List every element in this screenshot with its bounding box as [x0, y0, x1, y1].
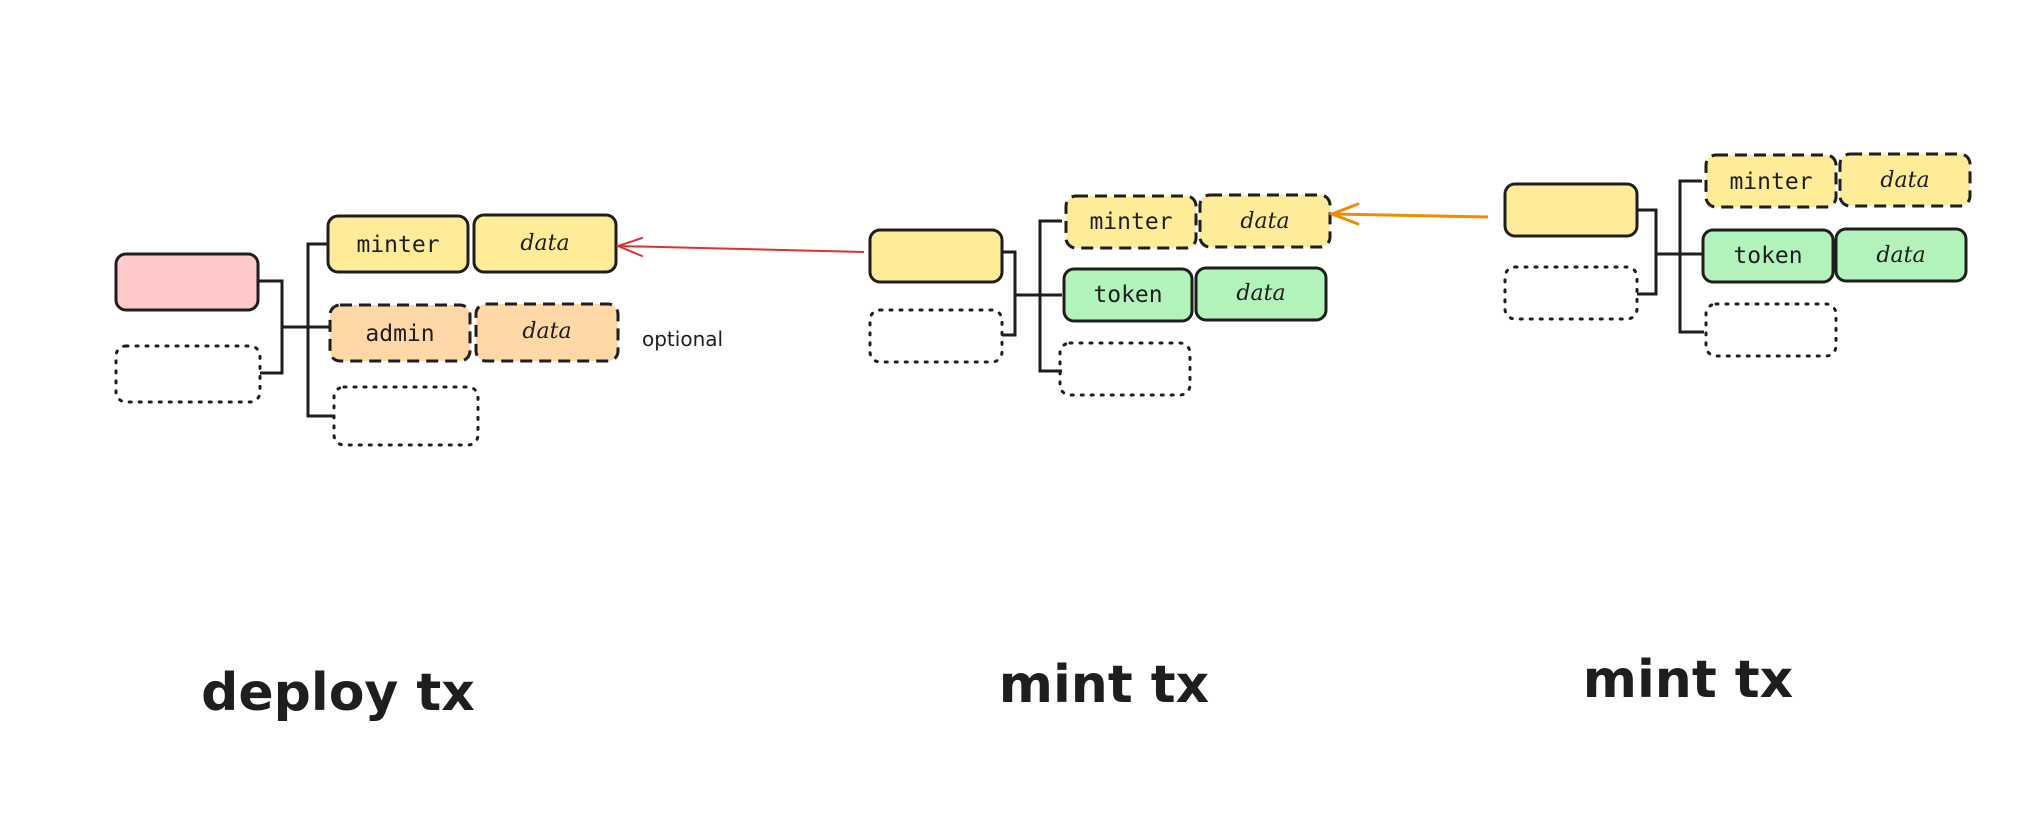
red-arrow[interactable]: [615, 237, 865, 257]
mint1-input-placeholder[interactable]: [868, 308, 1004, 364]
mint1-output-bracket: [1038, 219, 1062, 373]
deploy-minter-data-box[interactable]: [472, 213, 618, 274]
deploy-tx-group: minter data admin data optional deploy t…: [114, 213, 723, 723]
red-arrow-line: [617, 245, 865, 253]
mint2-output-bracket: [1678, 179, 1704, 334]
deploy-input-connector: [258, 279, 330, 375]
mint1-minter-label: minter: [1089, 209, 1172, 235]
mint1-input-connector: [1002, 250, 1040, 337]
deploy-minter-data-label: data: [520, 231, 569, 256]
mint-tx-group-2: minter data token data mint tx: [1503, 152, 1972, 710]
mint2-tx-title: mint tx: [1583, 650, 1793, 710]
deploy-admin-box[interactable]: [328, 303, 472, 363]
optional-note: optional: [642, 327, 723, 351]
mint2-token-data-label: data: [1876, 243, 1925, 268]
mint2-token-data-box[interactable]: [1834, 227, 1968, 283]
mint2-minter-box[interactable]: [1704, 153, 1838, 209]
deploy-minter-box[interactable]: [326, 214, 470, 274]
mint2-minter-label: minter: [1729, 169, 1812, 195]
orange-arrow-head: [1327, 202, 1360, 226]
mint2-input-connector: [1637, 208, 1680, 296]
mint2-minter-data-label: data: [1880, 168, 1929, 193]
mint2-token-label: token: [1733, 243, 1802, 269]
deploy-input-placeholder[interactable]: [114, 344, 262, 404]
mint2-token-box[interactable]: [1701, 228, 1835, 284]
mint2-output-placeholder[interactable]: [1704, 302, 1838, 358]
mint1-token-label: token: [1093, 282, 1162, 308]
mint1-token-data-label: data: [1236, 281, 1285, 306]
deploy-minter-label: minter: [356, 232, 439, 258]
mint-tx-group-1: minter data token data mint tx: [868, 193, 1332, 715]
deploy-admin-label: admin: [365, 321, 434, 347]
red-arrow-head: [615, 237, 643, 257]
orange-arrow[interactable]: [1327, 202, 1489, 226]
mint2-input-placeholder[interactable]: [1503, 265, 1639, 321]
deploy-admin-data-box[interactable]: [474, 302, 620, 363]
mint1-input-box[interactable]: [868, 228, 1004, 284]
orange-arrow-line: [1331, 212, 1489, 219]
deploy-input-box[interactable]: [114, 252, 260, 312]
deploy-output-placeholder[interactable]: [332, 385, 480, 447]
deploy-admin-data-label: data: [522, 319, 571, 344]
mint1-tx-title: mint tx: [999, 655, 1209, 715]
mint2-input-box[interactable]: [1503, 182, 1639, 238]
mint1-minter-box[interactable]: [1064, 194, 1198, 250]
mint2-minter-data-box[interactable]: [1838, 152, 1972, 208]
mint1-minter-data-label: data: [1240, 209, 1289, 234]
mint1-output-placeholder[interactable]: [1058, 341, 1192, 397]
mint1-minter-data-box[interactable]: [1198, 193, 1332, 249]
mint1-token-box[interactable]: [1062, 267, 1194, 323]
mint1-token-data-box[interactable]: [1194, 266, 1328, 322]
deploy-tx-title: deploy tx: [201, 663, 475, 723]
